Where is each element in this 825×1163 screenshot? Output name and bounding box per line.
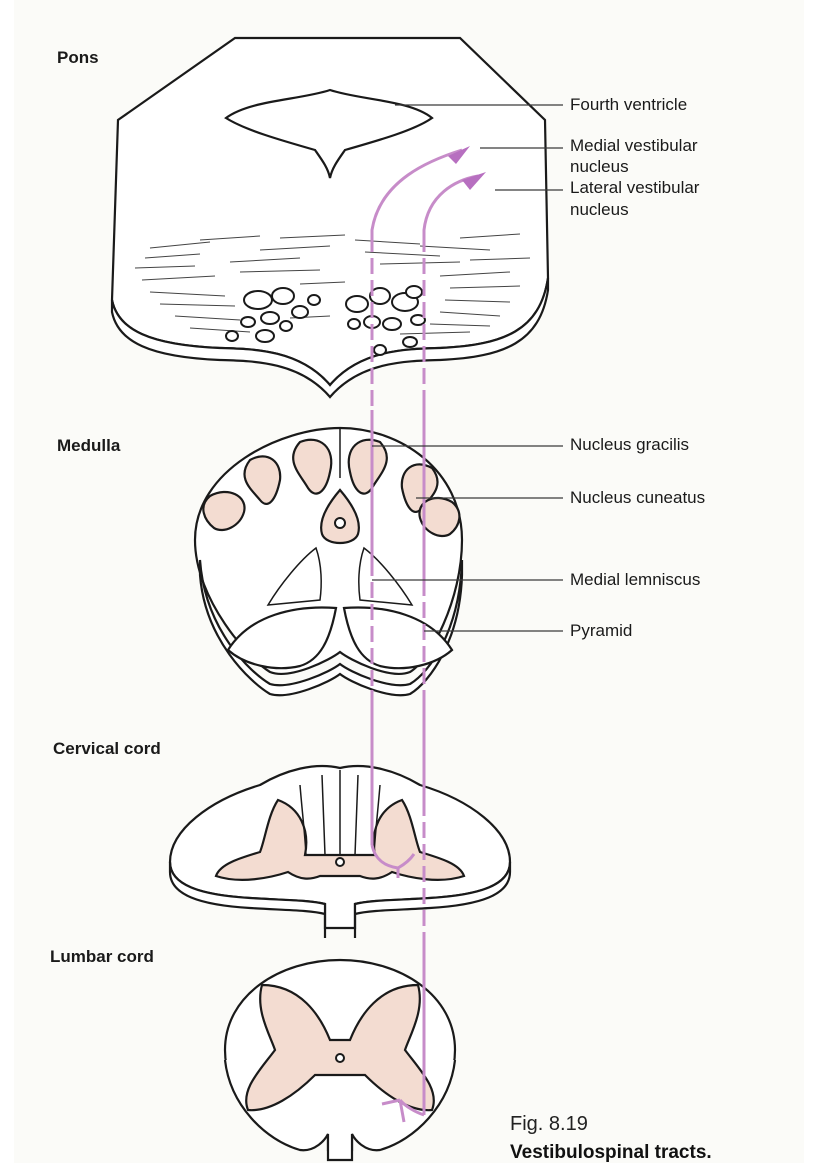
label-nucleus-gracilis: Nucleus gracilis	[570, 435, 689, 454]
label-medial-vestibular-2: nucleus	[570, 157, 629, 176]
figure-caption: Fig. 8.19 Vestibulospinal tracts.	[510, 1113, 712, 1163]
label-nucleus-cuneatus: Nucleus cuneatus	[570, 488, 705, 507]
label-pyramid: Pyramid	[570, 621, 632, 640]
label-lateral-vestibular-2: nucleus	[570, 200, 629, 219]
cervical-cord-section	[170, 766, 510, 938]
title-lumbar-cord: Lumbar cord	[50, 947, 154, 966]
lumbar-cord-section	[225, 960, 455, 1160]
medulla-section	[195, 428, 462, 695]
central-canal-lumbar	[336, 1054, 344, 1062]
central-canal-medulla	[335, 518, 345, 528]
label-medial-lemniscus: Medial lemniscus	[570, 570, 700, 589]
label-fourth-ventricle: Fourth ventricle	[570, 95, 687, 114]
pons-section	[112, 38, 548, 397]
figure-number: Fig. 8.19	[510, 1113, 588, 1135]
title-cervical-cord: Cervical cord	[53, 739, 161, 758]
title-medulla: Medulla	[57, 436, 121, 455]
structure-labels: Fourth ventricle Medial vestibular nucle…	[570, 95, 705, 640]
figure-title: Vestibulospinal tracts.	[510, 1142, 712, 1163]
label-lateral-vestibular-1: Lateral vestibular	[570, 178, 700, 197]
title-pons: Pons	[57, 48, 99, 67]
label-medial-vestibular-1: Medial vestibular	[570, 136, 698, 155]
central-canal-cervical	[336, 858, 344, 866]
